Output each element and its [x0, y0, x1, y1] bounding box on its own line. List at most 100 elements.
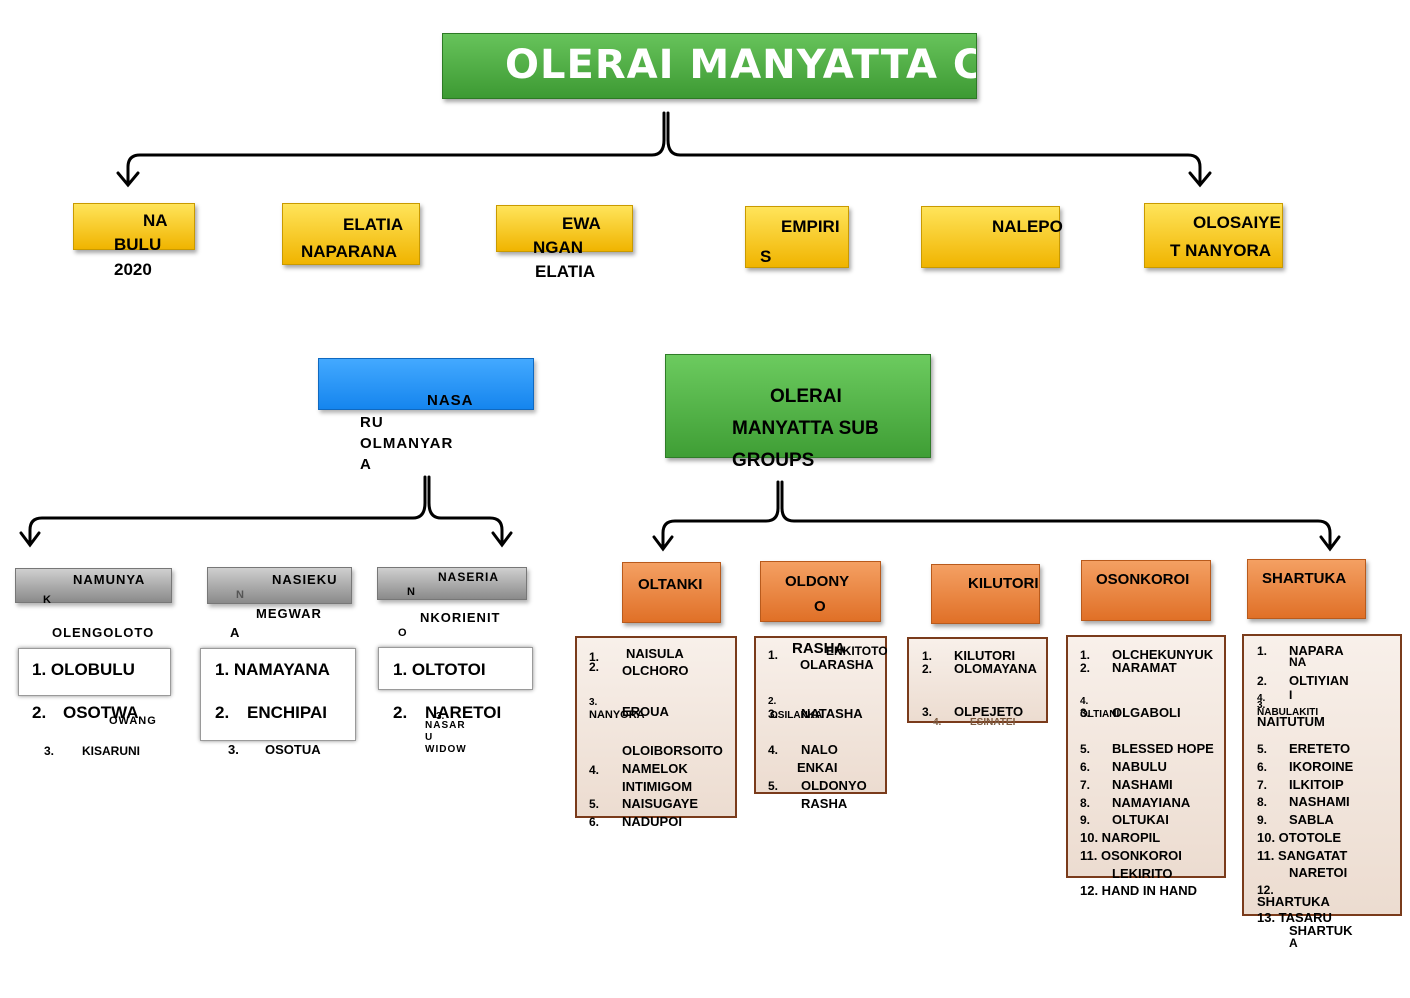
shartuka-item-1b: NA — [1289, 655, 1307, 669]
kilutori-header: KILUTORI — [968, 575, 1039, 592]
osonkoroi-item-1: OLCHEKUNYUK — [1112, 647, 1214, 662]
shartuka-item-4: NABULAKITI — [1257, 707, 1319, 718]
oltanki-item-6: NADUPOI — [622, 814, 682, 829]
shartuka-item-8-num: 8. — [1257, 795, 1268, 809]
oldonyorasha-item-5: OLDONYO — [801, 778, 867, 793]
group-elatia-naparana-box — [282, 203, 420, 265]
shartuka-header: SHARTUKA — [1262, 570, 1347, 587]
group-olosaiyet-label-2: T NANYORA — [1170, 241, 1272, 260]
naserian-header-2: N — [407, 586, 415, 598]
namunyak-box — [15, 568, 172, 603]
osonkoroi-item-5-num: 5. — [1080, 742, 1091, 756]
naserian-box — [377, 567, 527, 600]
oldonyorasha-header-3: RASHA — [792, 640, 846, 657]
oltanki-item-1: NAISULA — [626, 646, 684, 661]
naserian-item-3b: U — [425, 732, 433, 743]
group-nabulu-box — [73, 203, 195, 250]
shartuka-box — [1247, 559, 1366, 619]
group-ewangan-label-3: ELATIA — [535, 262, 596, 281]
subgroups-title-line-2: MANYATTA SUB — [732, 418, 879, 439]
osonkoroi-item-5: BLESSED HOPE — [1112, 741, 1214, 756]
kilutori-item-3-num: 3. — [922, 705, 933, 719]
shartuka-item-8: NASHAMI — [1289, 794, 1350, 809]
nasiekun-item-2: ENCHIPAI — [247, 703, 327, 722]
nasiekun-header-1: NASIEKU — [272, 572, 338, 587]
oltanki-item-4: NAMELOK — [622, 761, 688, 776]
page-title: OLERAI MANYATTA CBO — [505, 42, 976, 88]
oldonyorasha-item-5b: RASHA — [801, 796, 848, 811]
group-empiris-label-2: S — [760, 247, 772, 266]
shartuka-item-7-num: 7. — [1257, 778, 1268, 792]
oltanki-item-3b: EROUA — [622, 704, 669, 719]
nasiekun-header-4: A — [230, 625, 240, 640]
oltanki-item-2: OLCHORO — [622, 663, 689, 678]
osonkoroi-item-12: 12. HAND IN HAND — [1080, 883, 1198, 898]
title-box: OLERAI MANYATTA CBO — [442, 33, 977, 99]
kilutori-list — [907, 637, 1048, 723]
osonkoroi-item-11: 11. OSONKOROI — [1080, 848, 1182, 863]
shartuka-item-5-num: 5. — [1257, 742, 1268, 756]
oldonyorasha-item-1b: OLARASHA — [800, 657, 874, 672]
nasiekun-header-2: N — [236, 589, 244, 601]
naserian-header-4: O — [398, 627, 407, 639]
osonkoroi-box — [1081, 560, 1211, 621]
shartuka-item-9-num: 9. — [1257, 813, 1268, 827]
naserian-item-3-num: 3. — [436, 711, 445, 722]
oldonyorasha-item-2: OSILANKA — [770, 710, 823, 721]
nasaru-box — [318, 358, 534, 410]
shartuka-item-3-num: 3. — [1257, 700, 1266, 711]
shartuka-item-5: ERETETO — [1289, 741, 1351, 756]
group-empiris-label-1: EMPIRI — [781, 217, 840, 236]
group-ewangan-box — [496, 205, 633, 252]
osonkoroi-item-9: OLTUKAI — [1112, 812, 1169, 827]
nasiekun-item-1: 1. NAMAYANA — [215, 660, 330, 679]
group-olosaiyet-box — [1144, 203, 1283, 268]
oldonyorasha-item-3-num: 3. — [768, 707, 779, 721]
osonkoroi-list — [1066, 635, 1226, 878]
oldonyorasha-item-1: ENKITOTO — [826, 644, 888, 658]
shartuka-item-4-num: 4. — [1257, 693, 1266, 704]
osonkoroi-item-7-num: 7. — [1080, 778, 1091, 792]
group-empiris-box — [745, 206, 849, 268]
namunyak-item-2: OSOTWA — [63, 703, 139, 722]
nasaru-label-4: A — [360, 456, 372, 473]
osonkoroi-item-7: NASHAMI — [1112, 777, 1173, 792]
group-nabulu-label-1: NA — [143, 211, 168, 230]
shartuka-item-9: SABLA — [1289, 812, 1334, 827]
shartuka-item-3: NAITUTUM — [1257, 714, 1325, 729]
group-ewangan-label-1: EWA — [562, 214, 601, 233]
oldonyorasha-item-5-num: 5. — [768, 779, 779, 793]
naserian-item-2-num: 2. — [393, 703, 408, 722]
kilutori-item-4-num: 4. — [933, 717, 942, 728]
osonkoroi-item-1-num: 1. — [1080, 648, 1091, 662]
oltanki-item-3a: NANYORA — [589, 709, 645, 721]
osonkoroi-item-8-num: 8. — [1080, 796, 1091, 810]
group-elatia-naparana-label-2: NAPARANA — [301, 242, 398, 261]
kilutori-item-1-num: 1. — [922, 649, 933, 663]
shartuka-item-1-num: 1. — [1257, 644, 1268, 658]
kilutori-item-2: OLOMAYANA — [954, 661, 1037, 676]
oltanki-item-5-num: 5. — [589, 797, 600, 811]
group-nalepo-box — [921, 206, 1060, 268]
oltanki-item-6-num: 6. — [589, 815, 600, 829]
oltanki-item-2-num: 2. — [589, 660, 600, 674]
subgroups-title-line-3: GROUPS — [732, 450, 815, 471]
naserian-header-3: NKORIENIT — [420, 610, 501, 625]
naserian-header-1: NASERIA — [438, 570, 500, 584]
nasiekun-item-3: OSOTUA — [265, 742, 321, 757]
shartuka-item-13: 13. TASARU — [1257, 910, 1332, 925]
namunyak-item-1: 1. OLOBULU — [32, 660, 135, 679]
namunyak-item-2-num: 2. — [32, 703, 47, 722]
shartuka-item-2b: I — [1289, 688, 1293, 702]
naserian-item-3c: WIDOW — [425, 744, 467, 755]
oltanki-item-1-num: 1. — [589, 650, 600, 664]
shartuka-item-11: 11. SANGATAT — [1257, 848, 1348, 863]
namunyak-header-1: NAMUNYA — [73, 572, 146, 587]
osonkoroi-item-9-num: 9. — [1080, 813, 1091, 827]
kilutori-item-4: ESINATEI — [970, 717, 1016, 728]
subgroups-title-line-1: OLERAI — [770, 386, 842, 407]
shartuka-item-7: ILKITOIP — [1289, 777, 1344, 792]
shartuka-item-2-num: 2. — [1257, 674, 1268, 688]
nasiekun-item-2-num: 2. — [215, 703, 230, 722]
